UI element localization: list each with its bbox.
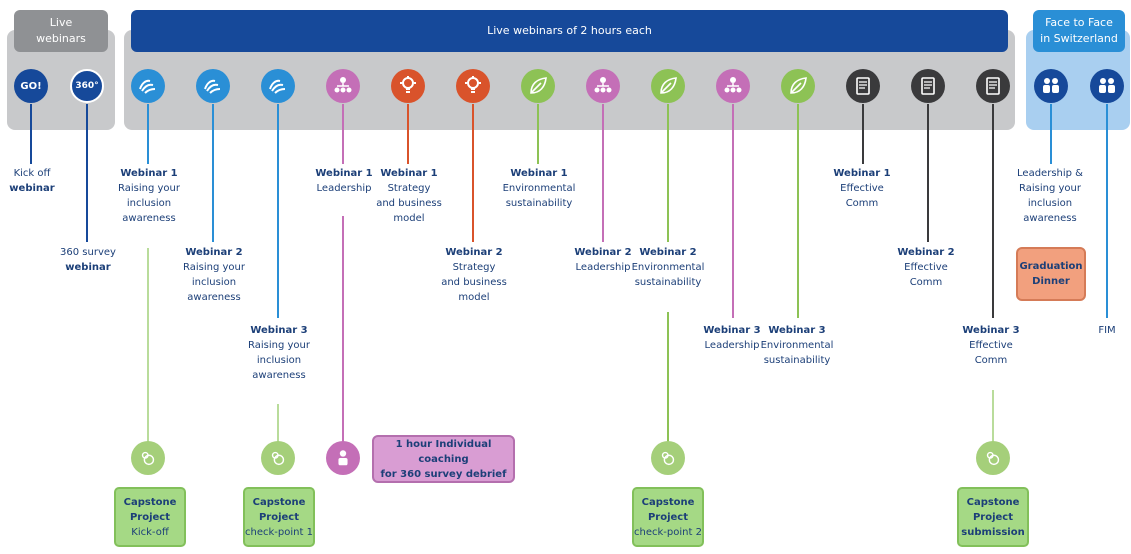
coaching-icon xyxy=(326,441,360,475)
connector xyxy=(732,104,734,318)
connector xyxy=(992,390,994,444)
connector xyxy=(602,104,604,242)
connector xyxy=(862,104,864,164)
sustainability-icon xyxy=(651,69,685,103)
go-icon: GO! xyxy=(14,69,48,103)
leadership-icon xyxy=(716,69,750,103)
connector xyxy=(277,404,279,444)
inclusion-icon xyxy=(196,69,230,103)
communication-icon xyxy=(911,69,945,103)
live-webinars-header: Live webinars xyxy=(14,10,108,52)
sustainability-icon xyxy=(781,69,815,103)
communication-icon xyxy=(846,69,880,103)
people-icon xyxy=(1090,69,1124,103)
connector xyxy=(797,104,799,318)
connector xyxy=(537,104,539,164)
leadership-icon xyxy=(586,69,620,103)
connector xyxy=(1050,104,1052,164)
inclusion-icon xyxy=(131,69,165,103)
connector xyxy=(212,104,214,242)
leadership-icon xyxy=(326,69,360,103)
connector xyxy=(472,104,474,242)
connector xyxy=(342,104,344,164)
connector xyxy=(667,104,669,242)
capstone-icon xyxy=(131,441,165,475)
series-header: Live webinars of 2 hours each xyxy=(131,10,1008,52)
connector xyxy=(1106,104,1108,318)
connector xyxy=(277,104,279,318)
strategy-icon xyxy=(456,69,490,103)
connector xyxy=(342,216,344,444)
connector xyxy=(992,104,994,318)
connector xyxy=(927,104,929,242)
connector xyxy=(147,248,149,444)
capstone-icon xyxy=(651,441,685,475)
connector xyxy=(667,312,669,444)
connector xyxy=(30,104,32,164)
sustainability-icon xyxy=(521,69,555,103)
inclusion-icon xyxy=(261,69,295,103)
connector xyxy=(86,104,88,242)
people-icon xyxy=(1034,69,1068,103)
360-icon: 360° xyxy=(70,69,104,103)
connector xyxy=(407,104,409,164)
fim-label: FIM xyxy=(1098,325,1116,336)
face-to-face-header: Face to Face in Switzerland xyxy=(1033,10,1125,52)
capstone-icon xyxy=(976,441,1010,475)
strategy-icon xyxy=(391,69,425,103)
connector xyxy=(147,104,149,164)
capstone-icon xyxy=(261,441,295,475)
communication-icon xyxy=(976,69,1010,103)
